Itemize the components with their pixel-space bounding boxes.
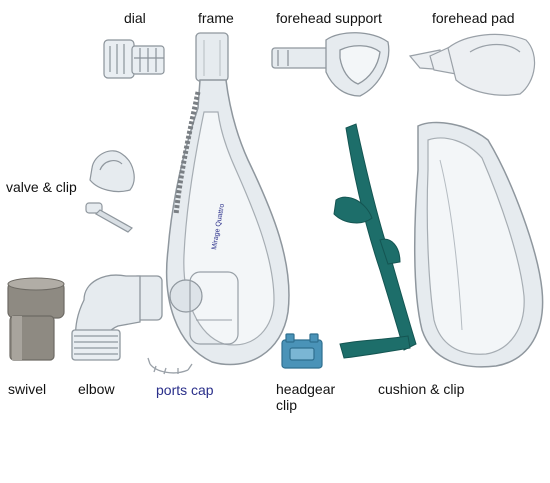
frame-part: Mirage Quattro bbox=[165, 32, 290, 366]
cushion-teal-clip bbox=[333, 123, 417, 359]
label-forehead-support: forehead support bbox=[276, 10, 382, 26]
label-headgear-clip: headgear clip bbox=[276, 381, 336, 413]
label-cushion-clip: cushion & clip bbox=[378, 381, 465, 397]
forehead-support-part bbox=[271, 32, 390, 97]
dial-part bbox=[103, 39, 165, 79]
headgear-clip-part bbox=[281, 333, 323, 369]
label-valve-clip: valve & clip bbox=[6, 179, 77, 195]
label-dial: dial bbox=[124, 10, 146, 26]
valve-clip-part bbox=[85, 150, 135, 233]
ports-cap-part bbox=[147, 357, 193, 375]
label-swivel: swivel bbox=[8, 381, 47, 397]
elbow-part bbox=[71, 274, 163, 361]
label-frame: frame bbox=[198, 10, 234, 26]
swivel-part bbox=[7, 277, 65, 361]
forehead-pad-part bbox=[408, 33, 536, 96]
label-elbow: elbow bbox=[78, 381, 115, 397]
label-forehead-pad: forehead pad bbox=[432, 10, 515, 26]
cushion-part bbox=[413, 121, 544, 368]
label-ports-cap: ports cap bbox=[156, 382, 214, 398]
